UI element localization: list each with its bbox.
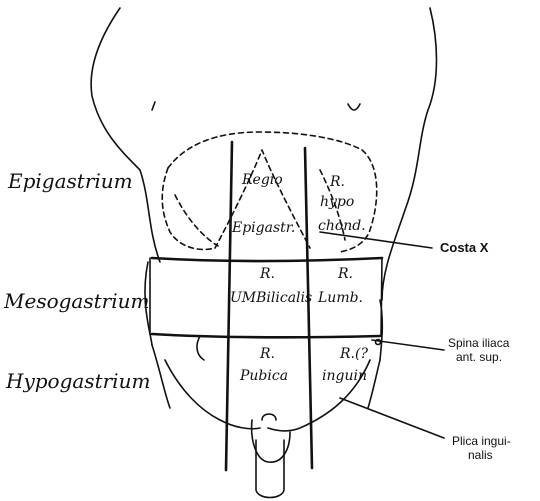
region-grid [150, 142, 382, 470]
label-lumb-r: R. [337, 266, 353, 282]
label-hypo-r: R. [329, 174, 345, 190]
label-hypo: hypo [320, 194, 354, 210]
label-umbilicalis-r: R. [259, 266, 275, 282]
label-mesogastrium: Mesogastrium [3, 289, 149, 313]
label-hypogastrium: Hypogastrium [5, 369, 150, 393]
label-spina-iliaca-1: Spina iliaca [448, 336, 510, 350]
left-vertical-line [226, 142, 232, 470]
label-epigastrium: Epigastrium [7, 169, 133, 193]
intertubercular-line [152, 334, 380, 337]
label-umbilicalis: UMBilicalis [230, 290, 312, 306]
label-pubica-r: R. [259, 346, 275, 362]
label-plica-inguinalis-1: Plica ingui- [452, 434, 511, 448]
label-spina-iliaca-2: ant. sup. [456, 350, 502, 364]
label-costa-x: Costa X [440, 240, 489, 255]
label-inguin-r: R.(? [339, 346, 368, 362]
label-pubica: Pubica [239, 368, 288, 384]
right-vertical-line [305, 148, 312, 468]
label-epigastr: Epigastr. [231, 220, 295, 236]
label-regio: Regio [241, 172, 283, 188]
label-chond: chond. [318, 218, 366, 234]
label-plica-inguinalis-2: nalis [468, 448, 493, 462]
label-inguin: inguin [322, 368, 367, 384]
label-lumb: Lumb. [317, 290, 363, 306]
subcostal-line [152, 258, 382, 261]
